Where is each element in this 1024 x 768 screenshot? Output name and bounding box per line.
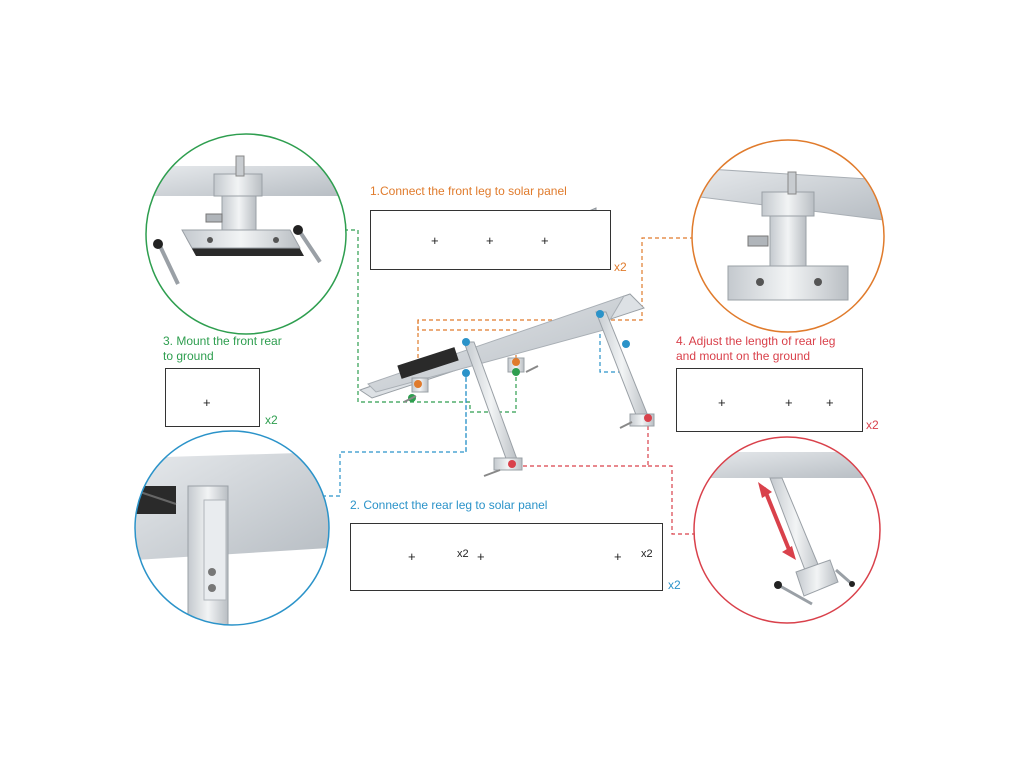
step4-title: 4. Adjust the length of rear leg and mou… [676,334,835,364]
step2-inner-qty-b: x2 [641,548,653,560]
plus-sign: + [826,395,834,410]
plus-sign: + [203,395,211,410]
step3-parts-box [165,368,260,427]
solar-panel-back [368,296,624,392]
solar-panel-assembly [360,294,654,476]
callout-line-red [516,420,648,466]
step2-inner-qty-a: x2 [457,548,469,560]
plus-sign: + [614,549,622,564]
plus-sign: + [541,233,549,248]
plus-sign: + [486,233,494,248]
plus-sign: + [785,395,793,410]
detail-circle-rear-panel [130,426,340,636]
step2-multiplier: x2 [668,578,681,592]
plus-sign: + [431,233,439,248]
detail-circle-front-ground [140,130,360,350]
plus-sign: + [408,549,416,564]
rear-leg-right [596,312,648,420]
step1-title: 1.Connect the front leg to solar panel [370,184,567,199]
step2-title: 2. Connect the rear leg to solar panel [350,498,547,513]
plus-sign: + [477,549,485,564]
step4-parts-box [676,368,863,432]
step4-multiplier: x2 [866,418,879,432]
callout-line-blue [322,373,466,496]
step3-multiplier: x2 [265,413,278,427]
step3-title: 3. Mount the front rear to ground [163,334,282,364]
detail-circle-rear-adjust [690,434,886,630]
step1-multiplier: x2 [614,260,627,274]
plus-sign: + [718,395,726,410]
